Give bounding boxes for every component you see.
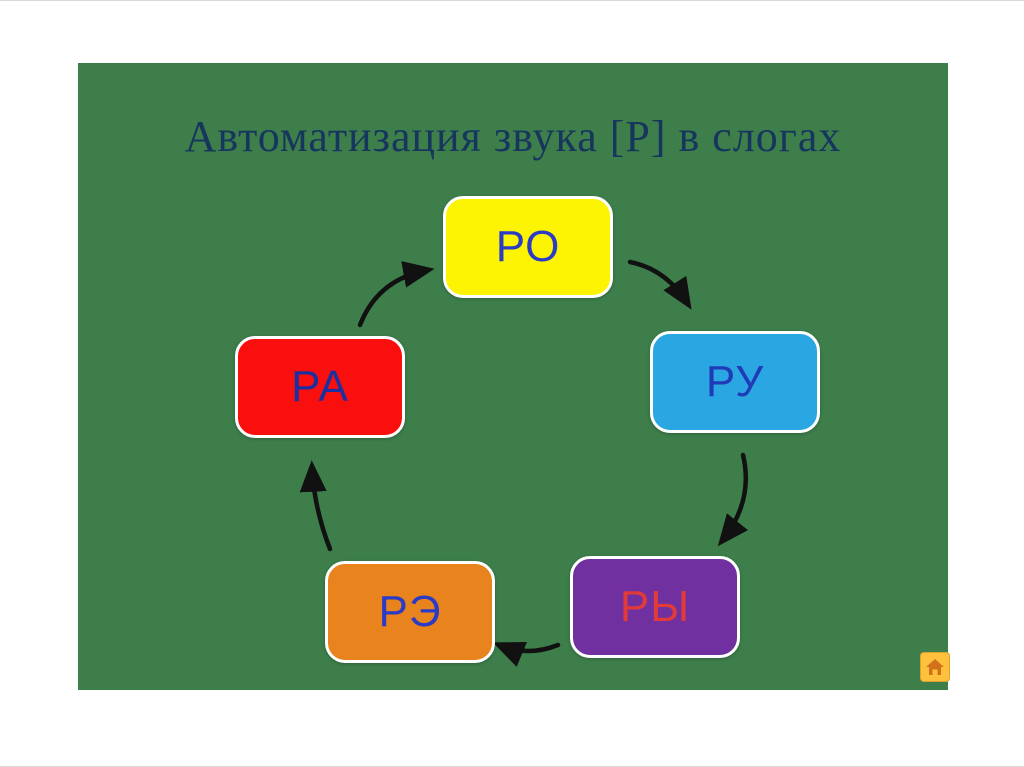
- arrow-ry-to-re: [492, 641, 561, 667]
- arrow-ra-to-ro: [357, 261, 435, 328]
- node-re-label: РЭ: [378, 587, 442, 636]
- node-ry-label: РЫ: [619, 582, 691, 631]
- node-ry[interactable]: РЫ: [570, 556, 740, 658]
- arrow-re-to-ra: [299, 460, 333, 552]
- slide: Автоматизация звука [Р] в слогах РО РУ: [78, 63, 950, 690]
- home-icon: [926, 659, 944, 675]
- node-ra-label: РА: [291, 362, 349, 411]
- node-ro-label: РО: [495, 222, 561, 271]
- node-ru-label: РУ: [705, 357, 765, 406]
- slide-title: Автоматизация звука [Р] в слогах: [184, 112, 842, 161]
- node-re[interactable]: РЭ: [325, 561, 495, 663]
- node-ru[interactable]: РУ: [650, 331, 820, 433]
- node-ra[interactable]: РА: [235, 336, 405, 438]
- arrow-ru-to-ry: [717, 452, 748, 547]
- arrow-ro-to-ru: [627, 259, 692, 310]
- home-button[interactable]: [920, 652, 950, 682]
- node-ro[interactable]: РО: [443, 196, 613, 298]
